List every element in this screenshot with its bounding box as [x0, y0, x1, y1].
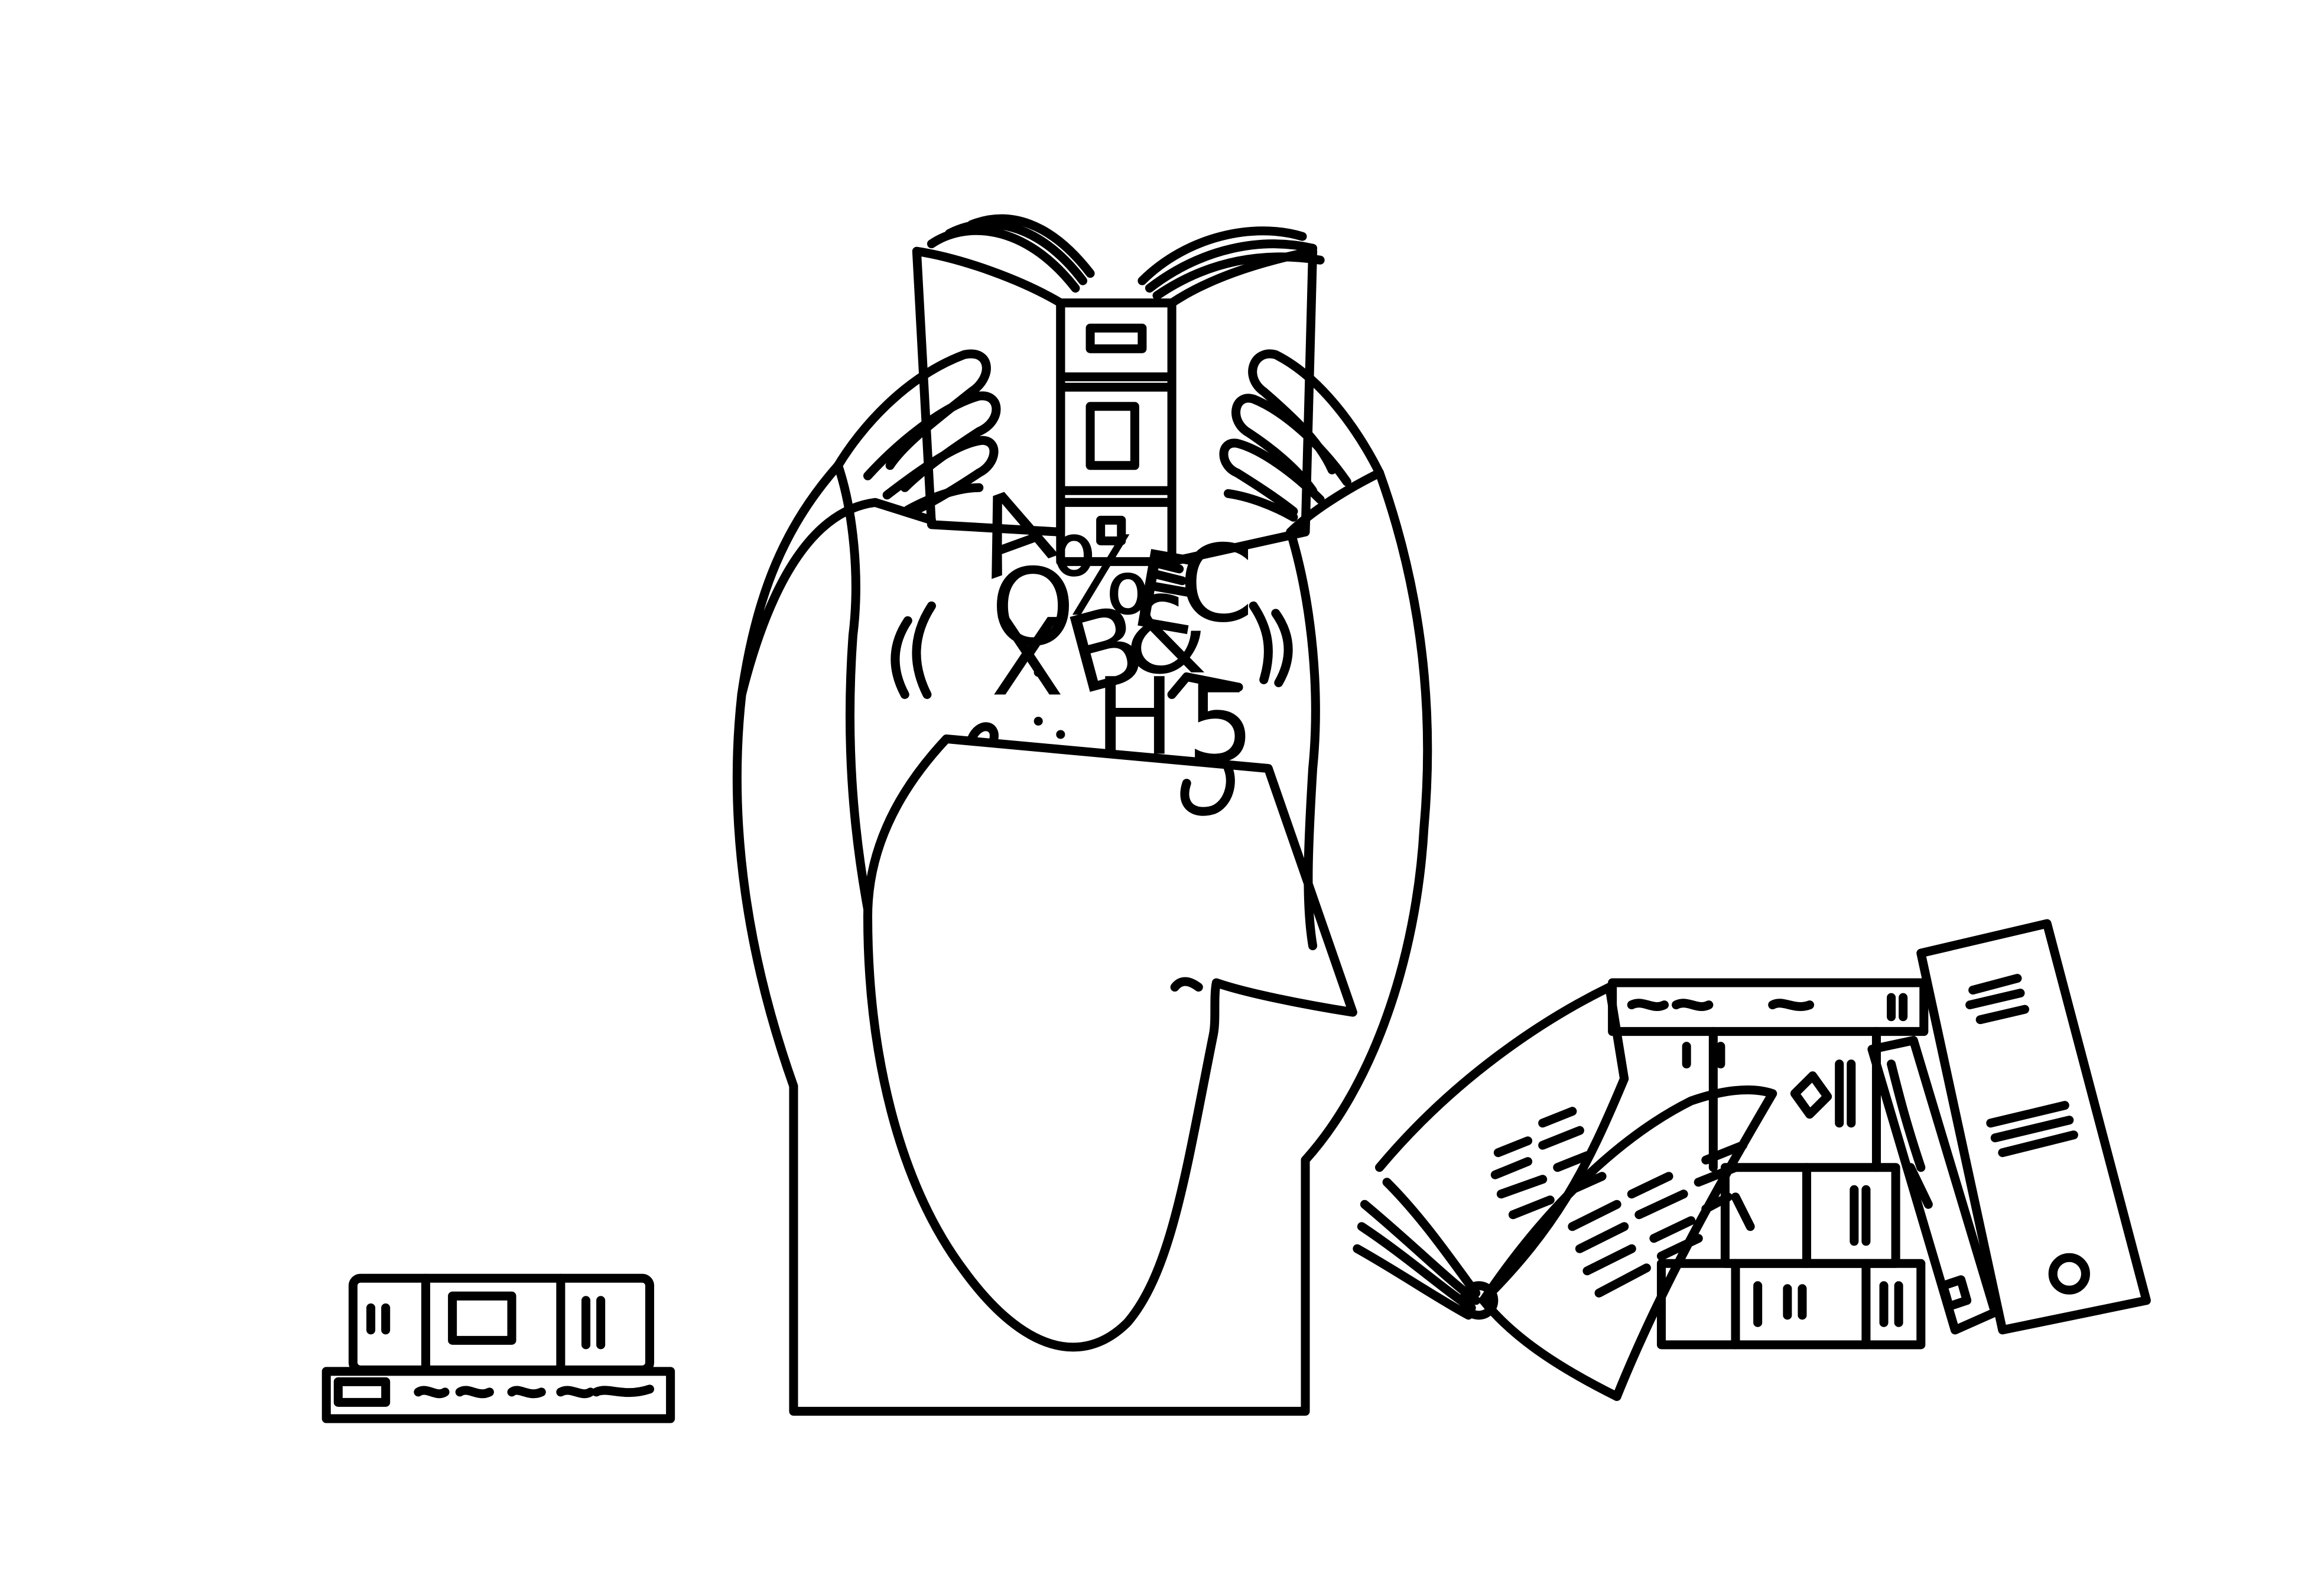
scattered-letters: A % E C O & X B H 5	[957, 462, 1255, 786]
right-hand	[1219, 349, 1384, 522]
motion-mark-right	[1249, 601, 1293, 687]
reader-figure	[732, 349, 1432, 1416]
letter-c: C	[1179, 522, 1254, 646]
left-inner-arm	[833, 461, 873, 914]
letter-percent: %	[1050, 515, 1152, 639]
motion-mark-left	[890, 601, 936, 699]
ear	[1180, 763, 1235, 816]
head-profile	[863, 734, 1357, 1352]
mouth	[1170, 977, 1203, 992]
left-arm	[737, 498, 936, 699]
book-stack-left	[321, 1273, 675, 1423]
book-pile-right	[1353, 919, 2151, 1401]
torso-outline	[732, 461, 1432, 1416]
letter-x: X	[991, 596, 1064, 720]
letter-o: O	[991, 546, 1075, 670]
letter-h: H	[1095, 655, 1175, 779]
held-book	[912, 214, 1325, 566]
right-arm	[1286, 468, 1384, 537]
